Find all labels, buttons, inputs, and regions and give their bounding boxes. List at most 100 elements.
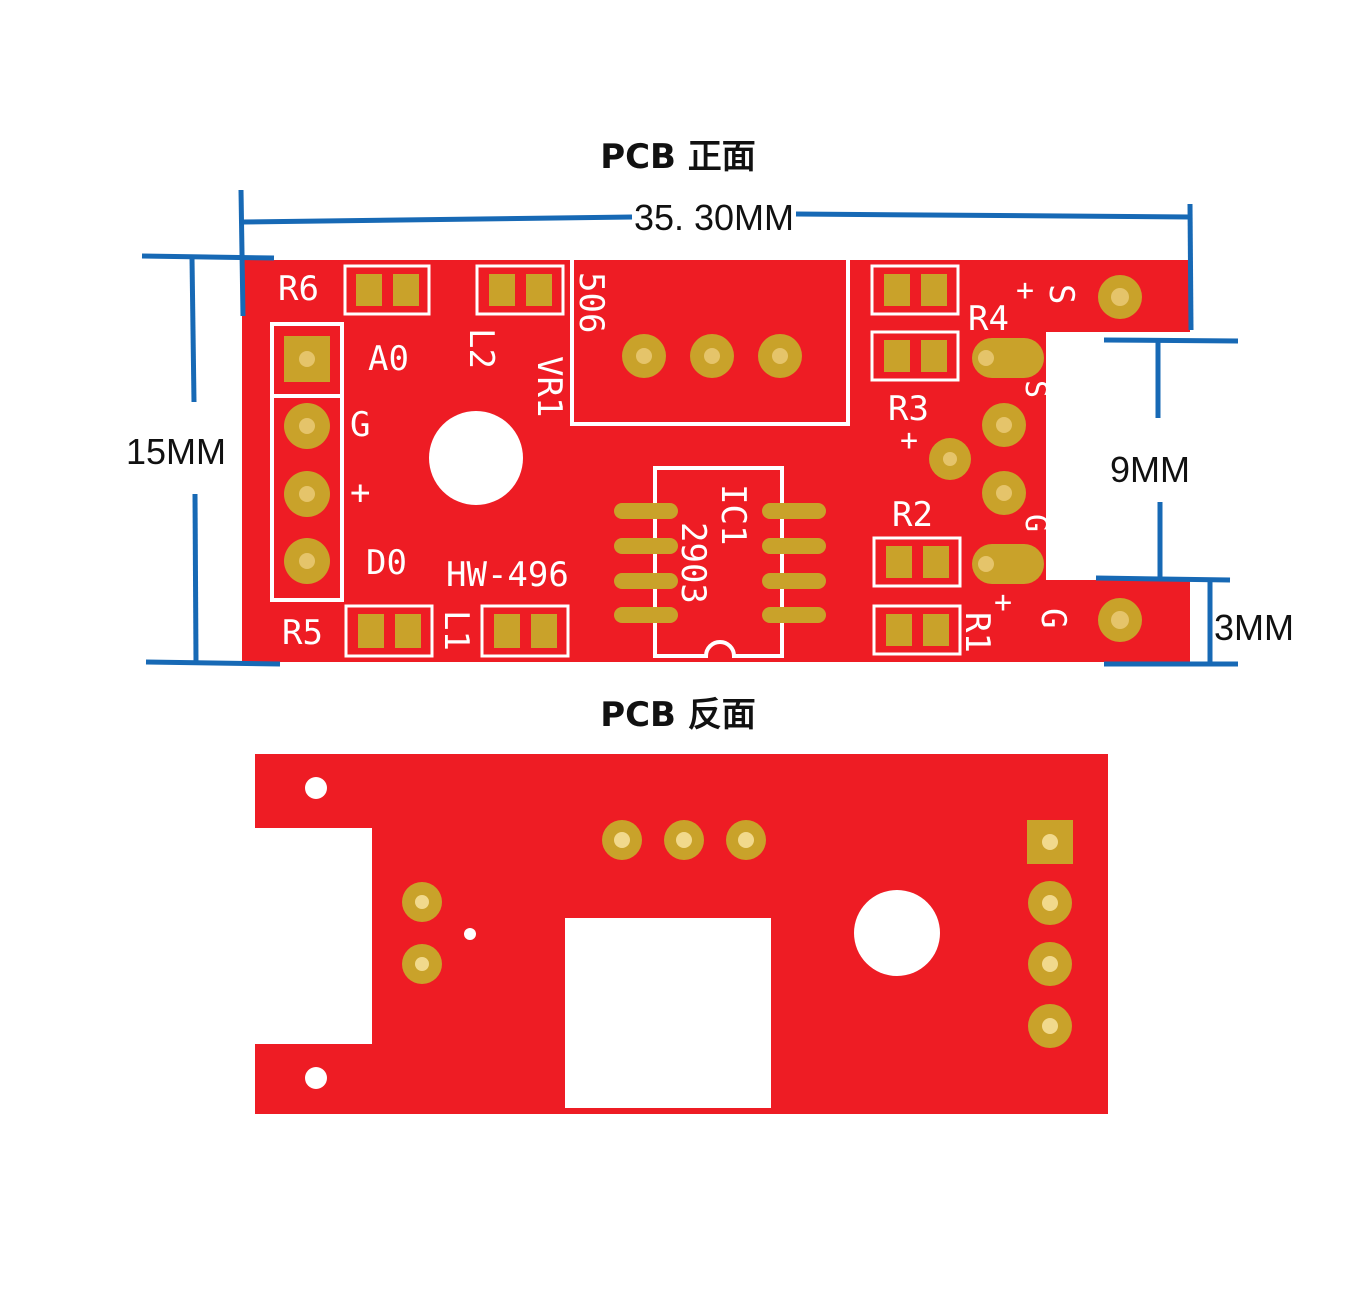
l2-outline	[475, 264, 565, 316]
back-pot-pad-1-hole	[614, 832, 630, 848]
back-sensor-pad-1-hole	[415, 895, 429, 909]
back-pot-pad-2-hole	[676, 832, 692, 848]
r1-pad-2	[923, 614, 949, 646]
back-header-pad-3-hole	[1042, 956, 1058, 972]
sensor-pad-mid-hole	[996, 485, 1012, 501]
r5-outline	[344, 604, 434, 658]
dimension-lines	[141, 189, 1239, 667]
back-small-hole-top	[305, 777, 327, 799]
vr1-outline	[570, 260, 850, 426]
l1-pad-2	[531, 614, 557, 648]
back-mounting-hole	[854, 890, 940, 976]
l2-pad-2	[526, 274, 552, 306]
ic1-pin-4	[614, 607, 678, 623]
edge-pad-bottom-hole	[1111, 611, 1129, 629]
r2-pad-1	[886, 546, 912, 578]
front-board-outline	[242, 260, 1190, 662]
sensor-pad-s-hole	[996, 417, 1012, 433]
r3-pad-2	[921, 340, 947, 372]
dim-edge-label: 3MM	[1214, 607, 1294, 648]
label-r5: R5	[282, 613, 323, 653]
l1-pad-1	[494, 614, 520, 648]
label-s-sensor: S	[1018, 380, 1053, 398]
label-model: HW-496	[446, 555, 569, 595]
r4-pad-2	[921, 274, 947, 306]
r3-pad-1	[884, 340, 910, 372]
ic1-pin-6	[762, 538, 826, 554]
label-pot: 506	[571, 272, 611, 333]
label-g-bottom: G	[1033, 608, 1073, 628]
label-ic1: IC1	[713, 484, 753, 545]
back-pot-pad-3-hole	[738, 832, 754, 848]
sensor-pad-bottom-hole	[978, 556, 994, 572]
ic1-pin-5	[762, 503, 826, 519]
vr1-pin-3-hole	[772, 348, 788, 364]
r4-pad-1	[884, 274, 910, 306]
back-small-hole-bottom	[305, 1067, 327, 1089]
front-mounting-hole	[429, 411, 523, 505]
label-r4: R4	[968, 299, 1009, 339]
dim-height-line-bottom	[192, 493, 199, 663]
header-pad-d0-hole	[299, 553, 315, 569]
back-title: PCB 反面	[600, 695, 756, 735]
dim-width-line-right	[795, 211, 1191, 220]
dim-width-tick-right	[1187, 203, 1194, 331]
header-pad-plus-hole	[299, 486, 315, 502]
ic1-pin-2	[614, 538, 678, 554]
label-ic-part: 2903	[673, 522, 713, 604]
ic1-pin-8	[762, 607, 826, 623]
label-s-top: S	[1041, 284, 1081, 304]
label-g-sensor: G	[1018, 514, 1053, 532]
label-plus-sensor: +	[900, 423, 918, 458]
edge-pad-top-hole	[1111, 288, 1129, 306]
header-pad-hole	[299, 351, 315, 367]
vr1-pin-2-hole	[704, 348, 720, 364]
back-tiny-via	[464, 928, 476, 940]
r5-pad-1	[358, 614, 384, 648]
sensor-pad-top	[972, 338, 1044, 378]
back-header-pad-square-hole	[1042, 834, 1058, 850]
back-white-block	[565, 918, 771, 1108]
dim-slot-tick-bottom	[1095, 575, 1231, 583]
l2-pad-1	[489, 274, 515, 306]
r6-pad-2	[393, 274, 419, 306]
dim-width-tick-left	[238, 189, 246, 317]
label-l1: L1	[436, 610, 476, 651]
r5-pad-2	[395, 614, 421, 648]
ic1-outline	[653, 466, 784, 658]
dim-height-line-top	[189, 257, 197, 403]
sensor-pad-plus-hole	[943, 452, 957, 466]
r4-outline	[870, 264, 960, 316]
back-board	[255, 754, 1108, 1114]
r2-outline	[872, 536, 962, 588]
r3-outline	[870, 330, 960, 382]
label-r1: R1	[957, 612, 997, 653]
back-sensor-pad-2-hole	[415, 957, 429, 971]
label-r3: R3	[888, 389, 929, 429]
dim-width-label: 35. 30MM	[634, 197, 794, 238]
r6-pad-1	[356, 274, 382, 306]
label-plus-top: +	[1016, 273, 1034, 308]
label-d0: D0	[366, 543, 407, 583]
l1-outline	[480, 604, 570, 658]
label-g-left: G	[350, 405, 370, 445]
front-board: R6 A0 G + D0 HW-496 R5 L2 VR1 506 L1 IC1…	[242, 260, 1190, 662]
r1-pad-1	[886, 614, 912, 646]
back-header-pad-2-hole	[1042, 895, 1058, 911]
dim-height-tick-top	[141, 253, 275, 261]
sensor-pad-top-hole	[978, 350, 994, 366]
ic1-pin-3	[614, 573, 678, 589]
header-outline	[270, 322, 344, 602]
label-r2: R2	[892, 495, 933, 535]
label-a0: A0	[368, 339, 409, 379]
r1-outline	[872, 604, 962, 656]
r6-outline	[343, 264, 431, 316]
header-pad-g-hole	[299, 418, 315, 434]
ic1-pin-7	[762, 573, 826, 589]
dim-height-label: 15MM	[126, 431, 226, 472]
sensor-pad-bottom	[972, 544, 1044, 584]
label-r6: R6	[278, 269, 319, 309]
vr1-pin-1-hole	[636, 348, 652, 364]
dim-height-tick-bottom	[145, 659, 281, 667]
